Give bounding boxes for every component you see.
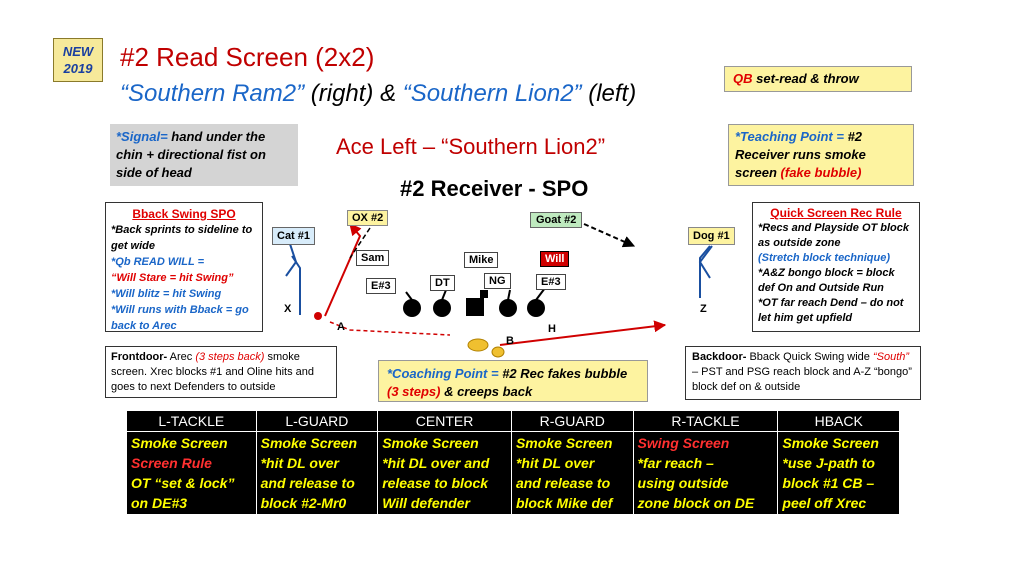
cell-hback: Smoke Screen *use J-path to block #1 CB … bbox=[777, 431, 900, 515]
frontdoor-a: Arec bbox=[167, 351, 196, 363]
goat-read bbox=[583, 223, 636, 248]
a-route bbox=[324, 223, 362, 317]
coaching-steps: (3 steps) bbox=[387, 384, 441, 399]
formation-heading: Ace Left – “Southern Lion2” bbox=[336, 134, 606, 159]
x-label: X bbox=[284, 303, 292, 315]
signal-note-box: *Signal= hand under the chin + direction… bbox=[110, 124, 298, 186]
badge-line1: NEW bbox=[62, 44, 94, 59]
bback-line5: *Will runs with Bback = go back to Arec bbox=[111, 304, 249, 332]
b-player bbox=[491, 346, 505, 358]
dog-defender: Dog #1 bbox=[688, 227, 735, 245]
backdoor-a: Bback Quick Swing wide bbox=[746, 351, 873, 363]
page-subtitle: “Southern Ram2” (right) & “Southern Lion… bbox=[120, 80, 636, 108]
backdoor-south: “South” bbox=[872, 351, 910, 363]
quick-header: Quick Screen Rec Rule bbox=[770, 206, 902, 220]
new-2019-badge: NEW 2019 bbox=[53, 38, 103, 82]
table-header-row: L-TACKLE L-GUARD CENTER R-GUARD R-TACKLE… bbox=[126, 410, 900, 432]
quick-line1: *Recs and Playside OT block as outside z… bbox=[758, 222, 910, 249]
z-block-path bbox=[698, 245, 713, 279]
z-label: Z bbox=[700, 303, 707, 315]
center-player bbox=[466, 298, 484, 316]
frontdoor-label: Frontdoor- bbox=[111, 351, 168, 363]
cell-rguard: Smoke Screen *hit DL over and release to… bbox=[510, 431, 634, 515]
e3-right-defender: E#3 bbox=[536, 274, 566, 290]
header-ltackle: L-TACKLE bbox=[126, 410, 257, 432]
rg-player bbox=[499, 299, 517, 317]
b-label: B bbox=[506, 335, 514, 347]
teaching-label: *Teaching Point = bbox=[735, 129, 844, 144]
subtitle-ram2: “Southern Ram2” bbox=[120, 80, 305, 107]
x-player bbox=[314, 312, 322, 320]
lg-player bbox=[433, 299, 451, 317]
backdoor-c: – PST and PSG reach block and A-Z “bongo… bbox=[692, 366, 912, 393]
bback-line1: *Back sprints to sideline to get wide bbox=[111, 224, 253, 252]
h-route bbox=[499, 320, 667, 346]
teaching-point-box: *Teaching Point = #2 Receiver runs smoke… bbox=[728, 124, 914, 186]
cat-defender: Cat #1 bbox=[272, 227, 316, 245]
frontdoor-steps: (3 steps back) bbox=[195, 351, 265, 363]
h-label: H bbox=[548, 323, 556, 335]
ox-read bbox=[349, 227, 371, 259]
cell-lguard: Smoke Screen *hit DL over and release to… bbox=[255, 431, 379, 515]
header-center: CENTER bbox=[377, 410, 512, 432]
lt-player bbox=[403, 299, 421, 317]
subtitle-left: (left) bbox=[581, 80, 637, 107]
bback-line4: *Will blitz = hit Swing bbox=[111, 288, 222, 300]
dt-defender: DT bbox=[430, 275, 455, 291]
rt-player bbox=[527, 299, 545, 317]
header-lguard: L-GUARD bbox=[255, 410, 379, 432]
z-route bbox=[699, 245, 711, 298]
header-rtackle: R-TACKLE bbox=[632, 410, 779, 432]
header-hback: HBACK bbox=[777, 410, 900, 432]
mike-defender: Mike bbox=[464, 252, 499, 268]
header-rguard: R-GUARD bbox=[510, 410, 634, 432]
a-fake-bubble bbox=[329, 321, 451, 336]
signal-label: *Signal= bbox=[116, 129, 168, 144]
bback-header: Bback Swing SPO bbox=[132, 207, 236, 221]
bback-line3: “Will Stare = hit Swing” bbox=[111, 272, 234, 284]
cell-ltackle: Smoke Screen Screen Rule OT “set & lock”… bbox=[126, 431, 257, 515]
frontdoor-c: smoke screen. Xrec blocks #1 and Oline h… bbox=[111, 351, 315, 393]
assignment-table: L-TACKLE L-GUARD CENTER R-GUARD R-TACKLE… bbox=[126, 410, 900, 515]
teaching-fake-bubble: (fake bubble) bbox=[780, 165, 862, 180]
will-defender: Will bbox=[540, 251, 570, 267]
coaching-a: #2 Rec fakes bubble bbox=[498, 366, 628, 381]
frontdoor-box: Frontdoor- Arec (3 steps back) smoke scr… bbox=[105, 346, 337, 398]
receiver-heading: #2 Receiver - SPO bbox=[400, 176, 589, 201]
subtitle-right: (right) & bbox=[304, 80, 403, 107]
qb-note-box: QB set-read & throw bbox=[724, 66, 912, 92]
e3-left-defender: E#3 bbox=[366, 278, 396, 294]
sam-defender: Sam bbox=[356, 250, 390, 266]
cell-rtackle: Swing Screen *far reach – using outside … bbox=[632, 431, 779, 515]
bback-swing-box: Bback Swing SPO *Back sprints to sidelin… bbox=[105, 202, 263, 332]
teaching-text: #2 Receiver runs smoke screen bbox=[735, 129, 866, 180]
page-title: #2 Read Screen (2x2) bbox=[120, 42, 375, 72]
backdoor-label: Backdoor- bbox=[692, 351, 747, 363]
bback-line2: *Qb READ WILL = bbox=[111, 256, 204, 268]
coaching-label: *Coaching Point = bbox=[387, 366, 499, 381]
qb-player bbox=[467, 338, 489, 352]
quick-line2: (Stretch block technique) bbox=[758, 252, 891, 264]
x-block-path bbox=[285, 243, 298, 277]
coaching-c: & creeps back bbox=[440, 384, 533, 399]
goat-defender: Goat #2 bbox=[530, 212, 583, 228]
a-label: A bbox=[337, 321, 345, 333]
cell-center: Smoke Screen *hit DL over and release to… bbox=[377, 431, 512, 515]
table-row: Smoke Screen Screen Rule OT “set & lock”… bbox=[126, 431, 900, 515]
subtitle-lion2: “Southern Lion2” bbox=[402, 80, 582, 107]
ox-defender: OX #2 bbox=[347, 210, 389, 226]
quick-line4: *OT far reach Dend – do not let him get … bbox=[758, 297, 904, 324]
quick-line3: *A&Z bongo block = block def On and Outs… bbox=[758, 267, 895, 294]
ng-defender: NG bbox=[484, 273, 511, 289]
qb-label: QB bbox=[733, 71, 753, 86]
backdoor-box: Backdoor- Bback Quick Swing wide “South”… bbox=[685, 346, 921, 400]
quick-screen-box: Quick Screen Rec Rule *Recs and Playside… bbox=[752, 202, 920, 332]
coaching-point-box: *Coaching Point = #2 Rec fakes bubble (3… bbox=[378, 360, 648, 402]
signal-text: hand under the chin + directional fist o… bbox=[116, 129, 266, 180]
qb-text: set-read & throw bbox=[752, 71, 859, 86]
badge-line2: 2019 bbox=[63, 61, 93, 76]
